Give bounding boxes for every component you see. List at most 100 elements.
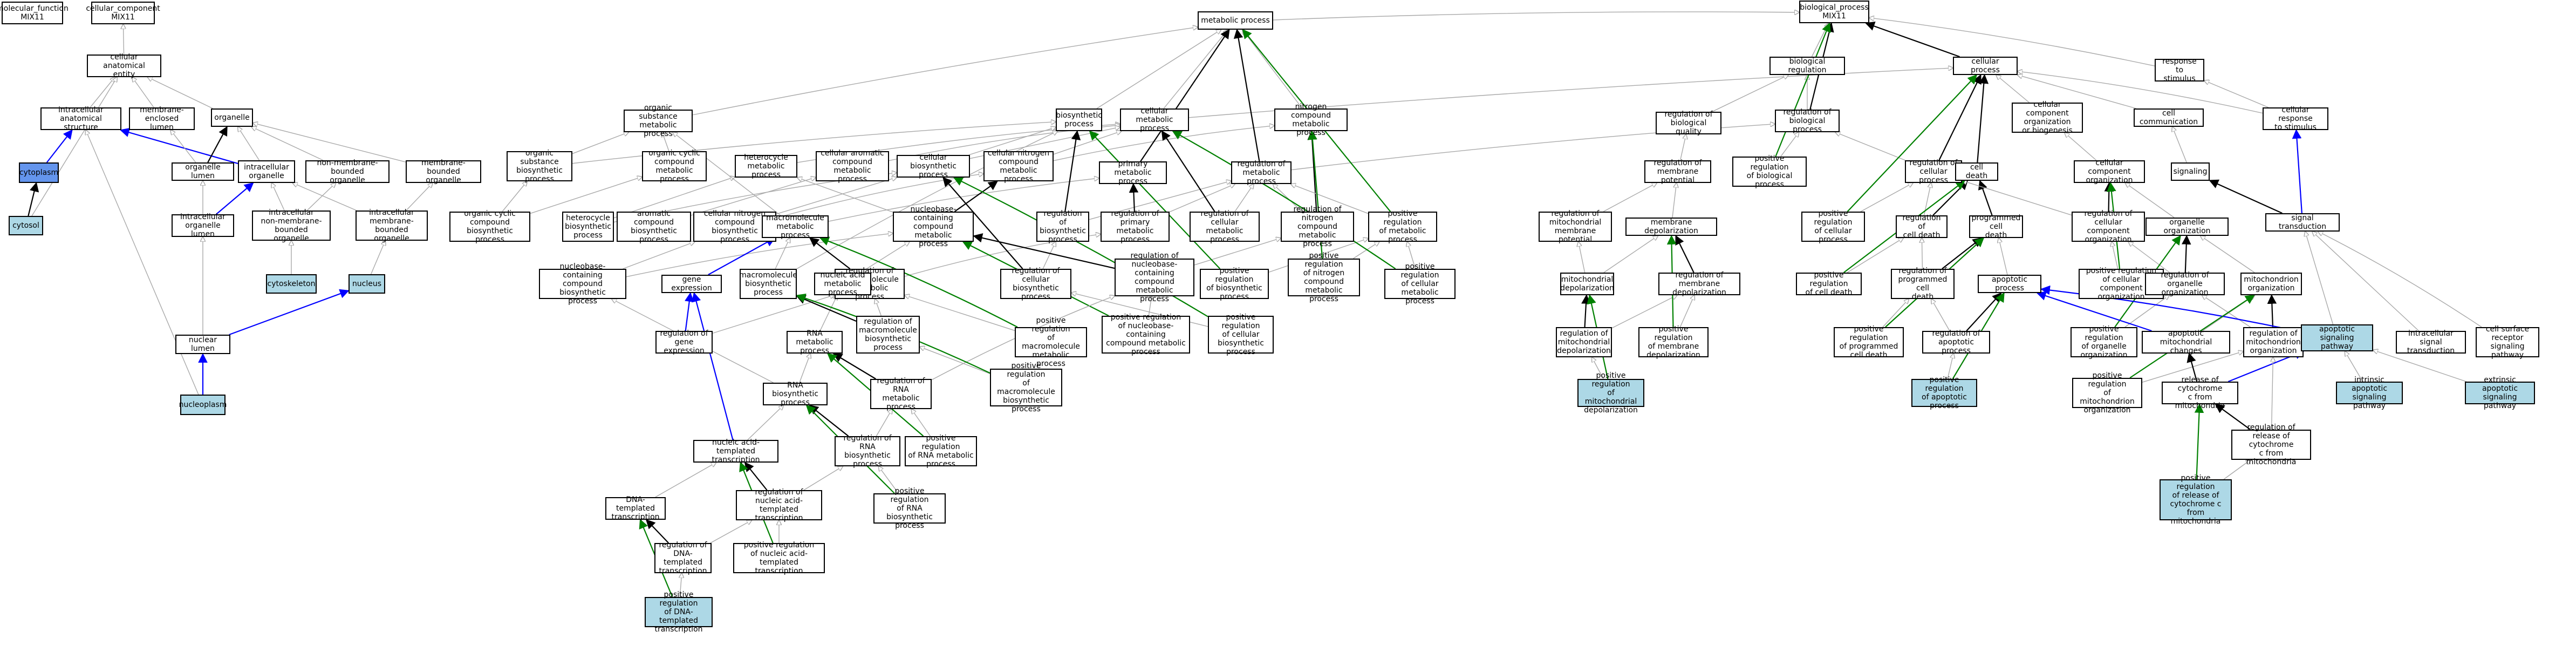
term-node-prrnamp[interactable]: positive regulation of RNA metabolic pro…: [905, 434, 977, 469]
term-node-prcd[interactable]: positive regulation of cell death: [1796, 271, 1862, 297]
term-node-mbp[interactable]: macromolecule biosynthetic process: [739, 269, 797, 299]
term-node-occbp[interactable]: organic cyclic compound biosynthetic pro…: [449, 209, 530, 244]
term-node-roo[interactable]: regulation of organelle organization: [2145, 271, 2225, 297]
term-node-rcbp[interactable]: regulation of cellular biosynthetic proc…: [1000, 267, 1071, 301]
term-node-prmitodep[interactable]: positive regulation of mitochondrial dep…: [1577, 371, 1644, 415]
term-node-rmitomp[interactable]: regulation of mitochondrial membrane pot…: [1539, 209, 1612, 244]
term-node-cco[interactable]: cellular component organization: [2074, 159, 2145, 185]
term-node-rrnamp[interactable]: regulation of RNA metabolic process: [870, 377, 932, 411]
term-node-rdtt[interactable]: regulation of DNA-templated transcriptio…: [654, 541, 712, 575]
term-node-prncmp[interactable]: positive regulation of nitrogen compound…: [1288, 252, 1360, 303]
term-node-rnamp[interactable]: RNA metabolic process: [787, 329, 843, 355]
term-node-asp[interactable]: apoptotic signaling pathway: [2301, 324, 2373, 351]
term-node-osmp[interactable]: organic substance metabolic process: [624, 104, 693, 138]
term-node-occmp[interactable]: organic cyclic compound metabolic proces…: [642, 149, 707, 184]
term-node-mp[interactable]: metabolic process: [1198, 11, 1273, 30]
term-node-prpcd[interactable]: positive regulation of programmed cell d…: [1834, 325, 1904, 359]
term-node-rmitodep[interactable]: regulation of mitochondrial depolarizati…: [1556, 327, 1612, 357]
term-node-prnatt[interactable]: positive regulation of nucleic acid-temp…: [733, 541, 825, 575]
term-node-prbp[interactable]: positive regulation of biological proces…: [1732, 154, 1807, 189]
term-node-prmitoorg[interactable]: positive regulation of mitochondrion org…: [2072, 371, 2142, 415]
term-node-rmitoorg[interactable]: regulation of mitochondrion organization: [2243, 327, 2304, 357]
term-node-csrsp[interactable]: cell surface receptor signaling pathway: [2476, 325, 2539, 359]
term-node-proo[interactable]: positive regulation of organelle organiz…: [2071, 325, 2137, 359]
term-node-cytoplasm[interactable]: cytoplasm: [19, 162, 59, 183]
term-node-crs[interactable]: cellular response to stimulus: [2263, 106, 2328, 132]
term-node-prcp[interactable]: positive regulation of cellular process: [1801, 209, 1865, 244]
term-node-cmp[interactable]: cellular metabolic process: [1120, 107, 1189, 133]
term-node-biosyn[interactable]: biosynthetic process: [1056, 108, 1102, 131]
term-node-rpmp[interactable]: regulation of primary metabolic process: [1101, 209, 1170, 244]
term-node-cytosol[interactable]: cytosol: [9, 216, 43, 235]
term-node-mitoorg[interactable]: mitochondrion organization: [2240, 273, 2302, 295]
term-node-rap[interactable]: regulation of apoptotic process: [1922, 329, 1990, 355]
term-node-pcd[interactable]: programmed cell death: [1969, 214, 2023, 240]
term-node-hbp[interactable]: heterocycle biosynthetic process: [562, 212, 614, 242]
term-node-celldeath[interactable]: cell death: [1955, 162, 1998, 181]
term-node-prdtt[interactable]: positive regulation of DNA-templated tra…: [645, 590, 713, 634]
term-node-signaling[interactable]: signaling: [2171, 162, 2210, 181]
term-node-namp[interactable]: nucleic acid metabolic process: [814, 271, 871, 297]
term-node-dtt[interactable]: DNA-templated transcription: [605, 495, 666, 521]
term-node-rmp[interactable]: regulation of metabolic process: [1231, 160, 1292, 186]
term-node-ge[interactable]: gene expression: [661, 275, 722, 293]
term-node-rts[interactable]: response to stimulus: [2155, 57, 2204, 83]
term-node-osbp[interactable]: organic substance biosynthetic process: [507, 149, 572, 184]
term-node-memdep[interactable]: membrane depolarization: [1625, 218, 1717, 236]
term-node-rcmp[interactable]: regulation of cellular metabolic process: [1190, 209, 1260, 244]
term-node-cacmp[interactable]: cellular aromatic compound metabolic pro…: [816, 149, 889, 184]
term-node-nucleus[interactable]: nucleus: [349, 274, 385, 294]
term-node-rbiosyn[interactable]: regulation of biosynthetic process: [1036, 209, 1089, 244]
term-node-prncompmp[interactable]: positive regulation of nucleobase-contai…: [1102, 313, 1190, 356]
term-node-io[interactable]: intracellular organelle: [238, 160, 295, 183]
term-node-natt[interactable]: nucleic acid-templated transcription: [693, 438, 778, 464]
term-node-rpcd[interactable]: regulation of programmed cell death: [1891, 267, 1955, 301]
term-node-bp[interactable]: biological_process MIX11: [1799, 1, 1869, 23]
term-node-prap[interactable]: positive regulation of apoptotic process: [1911, 376, 1977, 410]
term-node-rbq[interactable]: regulation of biological quality: [1656, 110, 1721, 136]
term-node-easp[interactable]: extrinsic apoptotic signaling pathway: [2465, 376, 2535, 410]
term-node-prmmp[interactable]: positive regulation of macromolecule met…: [1015, 316, 1087, 368]
term-node-ist[interactable]: intracellular signal transduction: [2396, 329, 2466, 355]
term-node-ccob[interactable]: cellular component organization or bioge…: [2012, 100, 2083, 135]
term-node-pmp[interactable]: primary metabolic process: [1099, 160, 1167, 186]
term-node-prcbp[interactable]: positive regulation of cellular biosynth…: [1208, 313, 1274, 356]
term-node-rmemdep[interactable]: regulation of membrane depolarization: [1658, 271, 1740, 297]
term-node-rbp[interactable]: regulation of biological process: [1775, 108, 1840, 134]
term-node-prmbp[interactable]: positive regulation of macromolecule bio…: [990, 362, 1062, 413]
term-node-rcd[interactable]: regulation of cell death: [1896, 214, 1948, 240]
term-node-ncmp[interactable]: nitrogen compound metabolic process: [1274, 103, 1348, 137]
term-node-mel[interactable]: membrane-enclosed lumen: [129, 106, 195, 132]
term-node-prrnabp[interactable]: positive regulation of RNA biosynthetic …: [873, 487, 946, 530]
term-node-rge[interactable]: regulation of gene expression: [655, 329, 713, 355]
term-node-inmbo[interactable]: intracellular non-membrane-bounded organ…: [252, 208, 331, 243]
term-node-mbo[interactable]: membrane-bounded organelle: [406, 159, 481, 185]
term-node-rrnabp[interactable]: regulation of RNA biosynthetic process: [835, 434, 900, 469]
term-node-cbp[interactable]: cellular biosynthetic process: [897, 153, 970, 179]
term-node-nucleoplasm[interactable]: nucleoplasm: [179, 395, 227, 415]
term-node-ias[interactable]: intracellular anatomical structure: [40, 106, 121, 132]
term-node-rcp[interactable]: regulation of cellular process: [1905, 159, 1962, 185]
term-node-rrcytc[interactable]: regulation of release of cytochrome c fr…: [2231, 423, 2311, 466]
term-node-ncompmp[interactable]: nucleobase-containing compound metabolic…: [893, 205, 974, 248]
term-node-cc[interactable]: cellular_component MIX11: [86, 2, 160, 24]
term-node-ol[interactable]: organelle lumen: [172, 162, 234, 181]
term-node-organelle[interactable]: organelle: [211, 108, 253, 127]
term-node-oorg[interactable]: organelle organization: [2145, 218, 2229, 236]
term-node-prmemdep[interactable]: positive regulation of membrane depolari…: [1638, 325, 1709, 359]
term-node-nmbo[interactable]: non-membrane-bounded organelle: [305, 159, 390, 185]
term-node-prmp[interactable]: positive regulation of metabolic process: [1368, 209, 1437, 244]
term-node-rcco[interactable]: regulation of cellular component organiz…: [2072, 209, 2145, 244]
term-node-prrcytc[interactable]: positive regulation of release of cytoch…: [2160, 474, 2232, 526]
term-node-ccomm[interactable]: cell communication: [2134, 108, 2204, 127]
term-node-st[interactable]: signal transduction: [2265, 213, 2340, 232]
term-node-mitodep[interactable]: mitochondrial depolarization: [1560, 273, 1614, 295]
term-node-nl[interactable]: nuclear lumen: [175, 335, 230, 354]
term-node-cncmp[interactable]: cellular nitrogen compound metabolic pro…: [983, 149, 1054, 184]
term-node-rncmp[interactable]: regulation of nitrogen compound metaboli…: [1281, 205, 1354, 248]
term-node-rnabp[interactable]: RNA biosynthetic process: [763, 381, 828, 407]
term-node-mf[interactable]: molecular_function MIX11: [0, 2, 69, 24]
term-node-mmp[interactable]: macromolecule metabolic process: [762, 214, 829, 240]
term-node-rmemp[interactable]: regulation of membrane potential: [1644, 159, 1711, 185]
term-node-hmp[interactable]: heterocycle metabolic process: [735, 153, 797, 179]
